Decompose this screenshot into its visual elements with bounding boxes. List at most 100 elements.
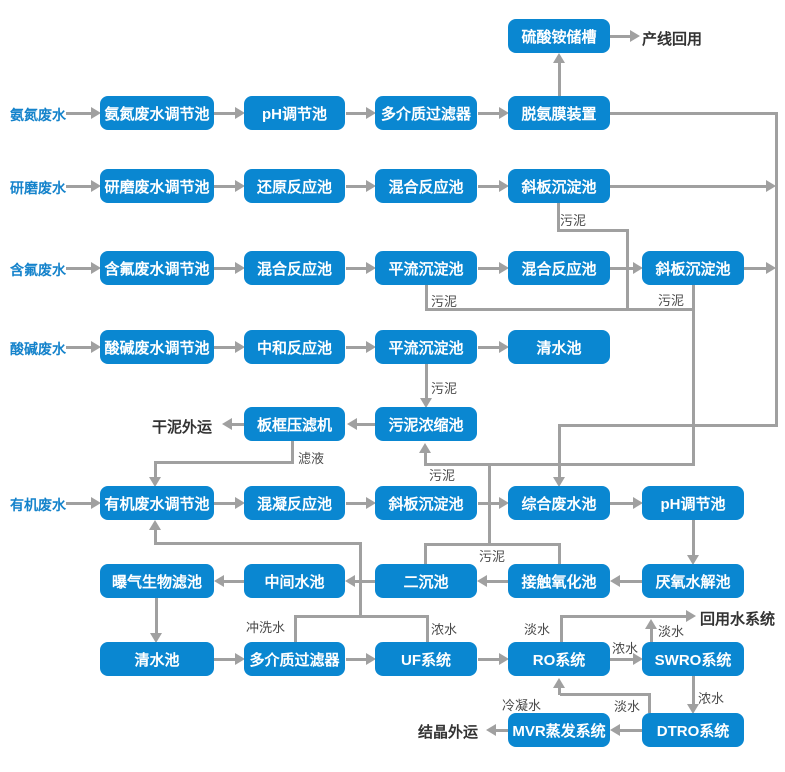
connector-line bbox=[556, 228, 629, 232]
connector-line bbox=[625, 228, 629, 311]
arrowhead-icon bbox=[610, 724, 620, 736]
stream-source-label: 有机废水 bbox=[10, 497, 66, 513]
process-box: 清水池 bbox=[100, 642, 214, 676]
arrowhead-icon bbox=[499, 180, 509, 192]
connector-line bbox=[610, 184, 766, 188]
connector-line bbox=[562, 614, 686, 618]
connector-line bbox=[346, 266, 366, 270]
stream-annotation: 污泥 bbox=[479, 549, 506, 564]
arrowhead-icon bbox=[420, 398, 432, 408]
process-box: SWRO系统 bbox=[642, 642, 744, 676]
arrowhead-icon bbox=[235, 262, 245, 274]
connector-line bbox=[478, 111, 499, 115]
arrowhead-icon bbox=[553, 477, 565, 487]
connector-line bbox=[744, 266, 766, 270]
connector-line bbox=[610, 34, 630, 38]
process-box: 板框压滤机 bbox=[244, 407, 345, 441]
stream-annotation: 冷凝水 bbox=[502, 698, 542, 713]
arrowhead-icon bbox=[366, 107, 376, 119]
arrowhead-icon bbox=[499, 107, 509, 119]
connector-line bbox=[356, 422, 375, 426]
stream-annotation: 污泥 bbox=[560, 213, 587, 228]
connector-line bbox=[346, 111, 366, 115]
arrowhead-icon bbox=[91, 341, 101, 353]
connector-line bbox=[610, 657, 633, 661]
process-box: pH调节池 bbox=[642, 486, 744, 520]
connector-line bbox=[478, 657, 499, 661]
stream-annotation: 浓水 bbox=[612, 641, 639, 656]
arrowhead-icon bbox=[235, 107, 245, 119]
connector-line bbox=[557, 542, 561, 565]
arrowhead-icon bbox=[235, 180, 245, 192]
process-box: 中和反应池 bbox=[244, 330, 345, 364]
process-box: 二沉池 bbox=[375, 564, 477, 598]
arrowhead-icon bbox=[235, 497, 245, 509]
connector-line bbox=[214, 111, 235, 115]
process-box: 氨氮废水调节池 bbox=[100, 96, 214, 130]
connector-line bbox=[293, 614, 429, 618]
arrowhead-icon bbox=[91, 107, 101, 119]
connector-line bbox=[425, 614, 429, 643]
arrowhead-icon bbox=[766, 180, 776, 192]
arrowhead-icon bbox=[686, 610, 696, 622]
connector-line bbox=[559, 692, 651, 696]
process-box: 平流沉淀池 bbox=[375, 251, 477, 285]
connector-line bbox=[154, 598, 158, 633]
process-box: 斜板沉淀池 bbox=[508, 169, 610, 203]
connector-line bbox=[478, 184, 499, 188]
arrowhead-icon bbox=[499, 497, 509, 509]
process-box: 厌氧水解池 bbox=[642, 564, 744, 598]
arrowhead-icon bbox=[645, 619, 657, 629]
arrowhead-icon bbox=[347, 418, 357, 430]
process-box: 多介质过滤器 bbox=[375, 96, 477, 130]
process-box: 含氟废水调节池 bbox=[100, 251, 214, 285]
connector-line bbox=[647, 694, 651, 713]
process-box: UF系统 bbox=[375, 642, 477, 676]
terminal-label: 产线回用 bbox=[642, 31, 703, 48]
arrowhead-icon bbox=[687, 555, 699, 565]
connector-line bbox=[214, 184, 235, 188]
terminal-label: 干泥外运 bbox=[152, 419, 213, 436]
connector-line bbox=[557, 425, 561, 477]
process-box: pH调节池 bbox=[244, 96, 345, 130]
stream-annotation: 淡水 bbox=[614, 699, 641, 714]
arrowhead-icon bbox=[610, 575, 620, 587]
arrowhead-icon bbox=[149, 477, 161, 487]
process-box: RO系统 bbox=[508, 642, 610, 676]
process-box: 斜板沉淀池 bbox=[642, 251, 744, 285]
stream-annotation: 污泥 bbox=[431, 381, 458, 396]
connector-line bbox=[423, 452, 427, 465]
arrowhead-icon bbox=[499, 653, 509, 665]
process-box: 接触氧化池 bbox=[508, 564, 610, 598]
connector-line bbox=[293, 614, 297, 643]
process-box: 综合废水池 bbox=[508, 486, 610, 520]
stream-annotation: 滤液 bbox=[298, 451, 325, 466]
arrowhead-icon bbox=[149, 520, 161, 530]
arrowhead-icon bbox=[366, 497, 376, 509]
stream-source-label: 氨氮废水 bbox=[10, 107, 66, 123]
process-box: 混合反应池 bbox=[508, 251, 610, 285]
process-box: DTRO系统 bbox=[642, 713, 744, 747]
connector-line bbox=[290, 441, 294, 463]
connector-line bbox=[649, 628, 653, 642]
connector-line bbox=[774, 111, 778, 427]
process-box: MVR蒸发系统 bbox=[508, 713, 610, 747]
connector-line bbox=[424, 285, 428, 311]
stream-annotation: 浓水 bbox=[431, 622, 458, 637]
connector-line bbox=[214, 501, 235, 505]
connector-line bbox=[691, 520, 695, 555]
connector-line bbox=[153, 529, 157, 543]
stream-annotation: 淡水 bbox=[658, 624, 685, 639]
connector-line bbox=[231, 422, 244, 426]
stream-source-label: 研磨废水 bbox=[10, 180, 66, 196]
process-box: 酸碱废水调节池 bbox=[100, 330, 214, 364]
arrowhead-icon bbox=[553, 678, 565, 688]
arrowhead-icon bbox=[766, 262, 776, 274]
arrowhead-icon bbox=[477, 575, 487, 587]
connector-line bbox=[214, 266, 235, 270]
arrowhead-icon bbox=[91, 497, 101, 509]
arrowhead-icon bbox=[633, 653, 643, 665]
connector-line bbox=[557, 687, 561, 695]
arrowhead-icon bbox=[366, 341, 376, 353]
